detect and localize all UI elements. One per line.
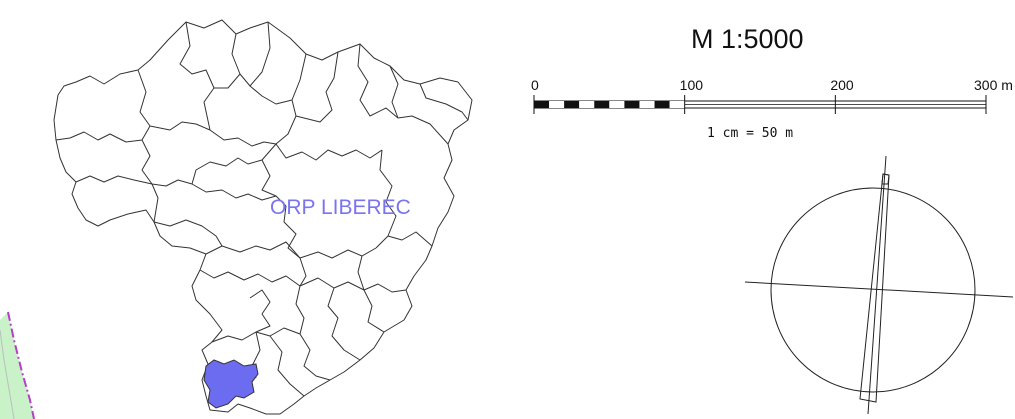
north-arrow-axis-vertical [867, 155, 887, 415]
scale-bar-segment [579, 101, 595, 108]
scale-bar-segment [624, 101, 640, 108]
scale-bar-segment [564, 101, 580, 108]
scale-title: M 1:5000 [691, 24, 804, 54]
scale-bar-segment [549, 101, 565, 108]
scale-bar-segment [654, 101, 670, 108]
scale-bar: 0 100 200 300 m [531, 77, 1013, 114]
scale-bar-tick-label: 200 [830, 77, 854, 93]
scale-bar-tick-label: 100 [680, 77, 704, 93]
north-arrow-needle [859, 173, 890, 403]
scale-bar-segment [669, 101, 685, 108]
north-arrow [744, 155, 1014, 415]
scale-bar-tick-label: 0 [531, 77, 539, 93]
scale-bar-segment [639, 101, 655, 108]
region-label: ORP LIBEREC [270, 196, 411, 219]
scale-bar-segment [534, 101, 550, 108]
adjacent-zone [0, 311, 35, 419]
scale-bar-tick-label: 300 m [974, 77, 1013, 93]
scale-bar-segment [594, 101, 610, 108]
north-arrow-axis-horizontal [744, 281, 1014, 298]
scale-bar-segment [609, 101, 625, 108]
highlighted-municipality [203, 359, 259, 409]
north-arrow-tip [881, 173, 890, 185]
scale-equivalence: 1 cm = 50 m [707, 126, 793, 141]
north-arrow-circle [770, 187, 976, 393]
district-boundaries [53, 19, 473, 415]
